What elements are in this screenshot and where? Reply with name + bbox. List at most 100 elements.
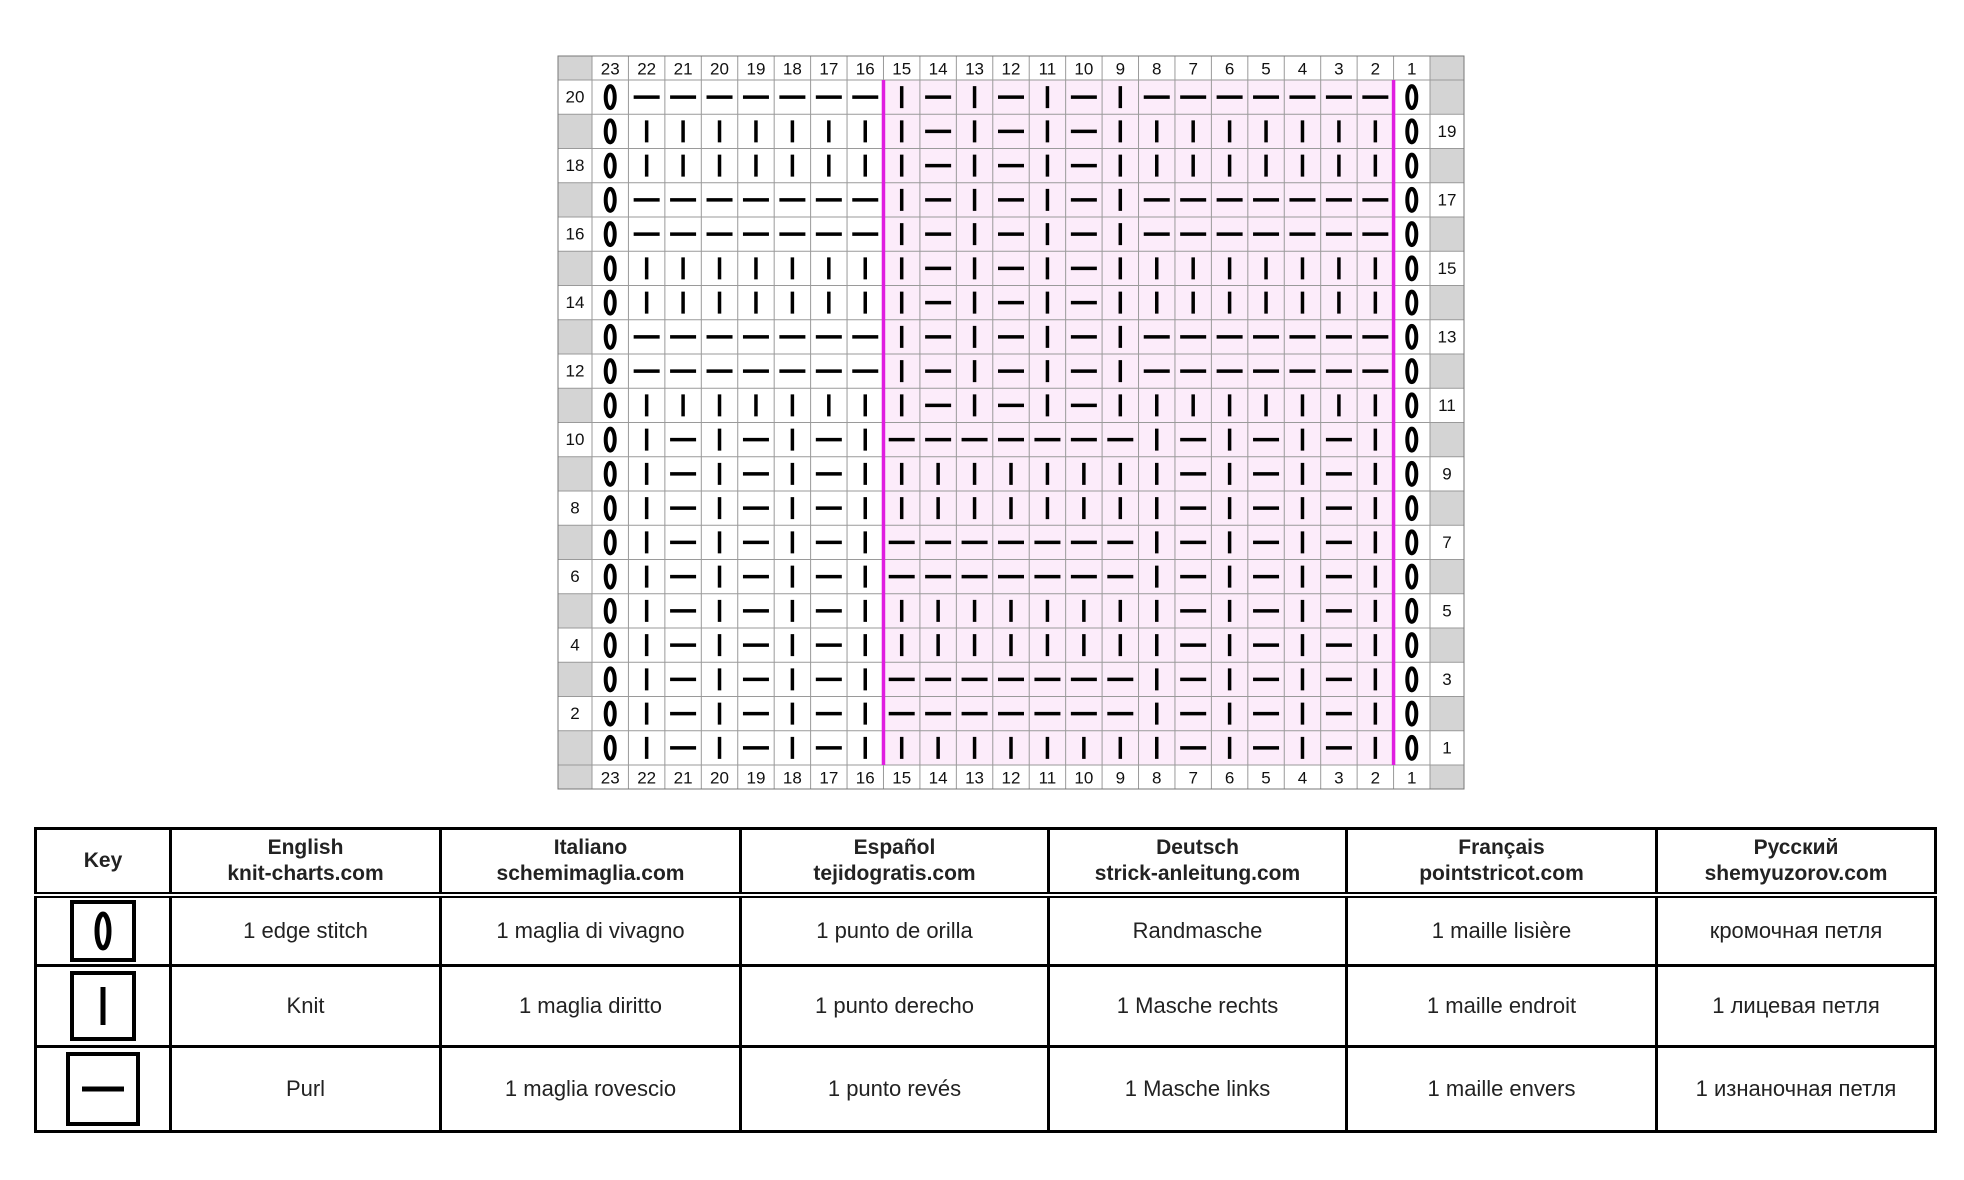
right-label-cell <box>1430 114 1464 149</box>
edge-stitch-symbol <box>603 255 617 282</box>
right-label-cell <box>1430 559 1464 594</box>
left-label-cell <box>558 593 592 628</box>
row-number-left: 10 <box>566 430 585 449</box>
right-label-cell <box>1430 148 1464 183</box>
edge-stitch-symbol <box>603 84 617 111</box>
key-label: Purl <box>169 1045 442 1133</box>
key-label: 1 лицевая петля <box>1655 964 1937 1048</box>
left-label-cell <box>558 217 592 252</box>
edge-stitch-symbol <box>1405 186 1419 213</box>
col-number-bottom: 20 <box>710 769 729 788</box>
row-number-right: 7 <box>1442 533 1451 552</box>
right-label-cell <box>1430 730 1464 765</box>
row-number-left: 12 <box>566 362 585 381</box>
edge-stitch-symbol <box>603 495 617 522</box>
top-number-bar <box>592 56 1430 80</box>
col-number-top: 4 <box>1298 60 1307 79</box>
chart-grid: 2323222221212020191918181717161615151414… <box>557 55 1465 790</box>
row-number-right: 11 <box>1438 396 1456 415</box>
key-row-knit: Knit 1 maglia diritto 1 punto derecho 1 … <box>34 964 1937 1048</box>
edge-stitch-symbol <box>1405 563 1419 590</box>
row-number-left: 18 <box>566 156 585 175</box>
col-number-top: 2 <box>1371 60 1380 79</box>
row-number-right: 17 <box>1438 190 1457 209</box>
left-label-cell <box>558 662 592 697</box>
left-label-cell <box>558 525 592 560</box>
col-number-bottom: 22 <box>637 769 656 788</box>
edge-stitch-symbol <box>1405 529 1419 556</box>
col-number-top: 13 <box>965 60 984 79</box>
key-row-purl: Purl 1 maglia rovescio 1 punto revés 1 M… <box>34 1045 1937 1133</box>
col-number-top: 16 <box>856 60 875 79</box>
edge-stitch-symbol <box>603 563 617 590</box>
edge-stitch-symbol <box>603 460 617 487</box>
row-number-left: 8 <box>570 499 579 518</box>
edge-stitch-symbol <box>603 632 617 659</box>
row-number-left: 14 <box>566 293 585 312</box>
key-label: 1 edge stitch <box>169 893 442 967</box>
edge-stitch-symbol <box>603 118 617 145</box>
left-label-cell <box>558 285 592 320</box>
key-row-edge-stitch: 1 edge stitch 1 maglia di vivagno 1 punt… <box>34 893 1937 967</box>
right-label-cell <box>1430 285 1464 320</box>
col-number-top: 20 <box>710 60 729 79</box>
row-number-right: 3 <box>1442 670 1451 689</box>
key-symbol-cell <box>34 1045 172 1133</box>
bottom-number-bar <box>592 765 1430 789</box>
edge-stitch-symbol <box>1405 460 1419 487</box>
col-number-bottom: 8 <box>1152 769 1161 788</box>
edge-stitch-symbol <box>1405 495 1419 522</box>
edge-stitch-symbol <box>1405 666 1419 693</box>
edge-stitch-symbol <box>1405 84 1419 111</box>
right-label-cell <box>1430 319 1464 354</box>
right-label-cell <box>1430 80 1464 115</box>
row-number-right: 5 <box>1442 601 1451 620</box>
col-number-top: 3 <box>1334 60 1343 79</box>
left-label-cell <box>558 388 592 423</box>
col-number-bottom: 5 <box>1261 769 1270 788</box>
key-label: 1 maglia di vivagno <box>439 893 742 967</box>
edge-stitch-symbol <box>1405 323 1419 350</box>
left-label-cell <box>558 114 592 149</box>
key-label: 1 изнаночная петля <box>1655 1045 1937 1133</box>
right-label-cell <box>1430 251 1464 286</box>
edge-stitch-symbol <box>1405 221 1419 248</box>
edge-stitch-symbol <box>603 323 617 350</box>
key-label: 1 Masche links <box>1047 1045 1348 1133</box>
col-number-top: 14 <box>929 60 948 79</box>
col-number-bottom: 23 <box>601 769 620 788</box>
row-number-left: 16 <box>566 225 585 244</box>
key-label: 1 Masche rechts <box>1047 964 1348 1048</box>
edge-stitch-symbol <box>1405 255 1419 282</box>
edge-stitch-symbol <box>1405 118 1419 145</box>
col-number-bottom: 12 <box>1002 769 1021 788</box>
chart-border <box>557 55 1465 790</box>
edge-stitch-symbol <box>1405 700 1419 727</box>
left-label-cell <box>558 559 592 594</box>
row-number-right: 19 <box>1438 122 1457 141</box>
edge-stitch-symbol <box>603 186 617 213</box>
left-label-cell <box>558 319 592 354</box>
col-number-top: 10 <box>1074 60 1093 79</box>
col-number-bottom: 17 <box>819 769 838 788</box>
key-symbol-cell <box>34 964 172 1048</box>
key-label: 1 punto revés <box>739 1045 1050 1133</box>
left-label-cell <box>558 148 592 183</box>
col-number-bottom: 2 <box>1371 769 1380 788</box>
edge-stitch-symbol <box>603 289 617 316</box>
col-number-top: 11 <box>1039 60 1057 79</box>
right-label-cell <box>1430 388 1464 423</box>
edge-stitch-symbol <box>1405 289 1419 316</box>
col-number-bottom: 16 <box>856 769 875 788</box>
right-label-cell <box>1430 354 1464 389</box>
key-label: кромочная петля <box>1655 893 1937 967</box>
col-number-top: 21 <box>674 60 693 79</box>
key-label: 1 maille envers <box>1345 1045 1658 1133</box>
edge-stitch-symbol <box>603 358 617 385</box>
edge-stitch-symbol <box>603 597 617 624</box>
